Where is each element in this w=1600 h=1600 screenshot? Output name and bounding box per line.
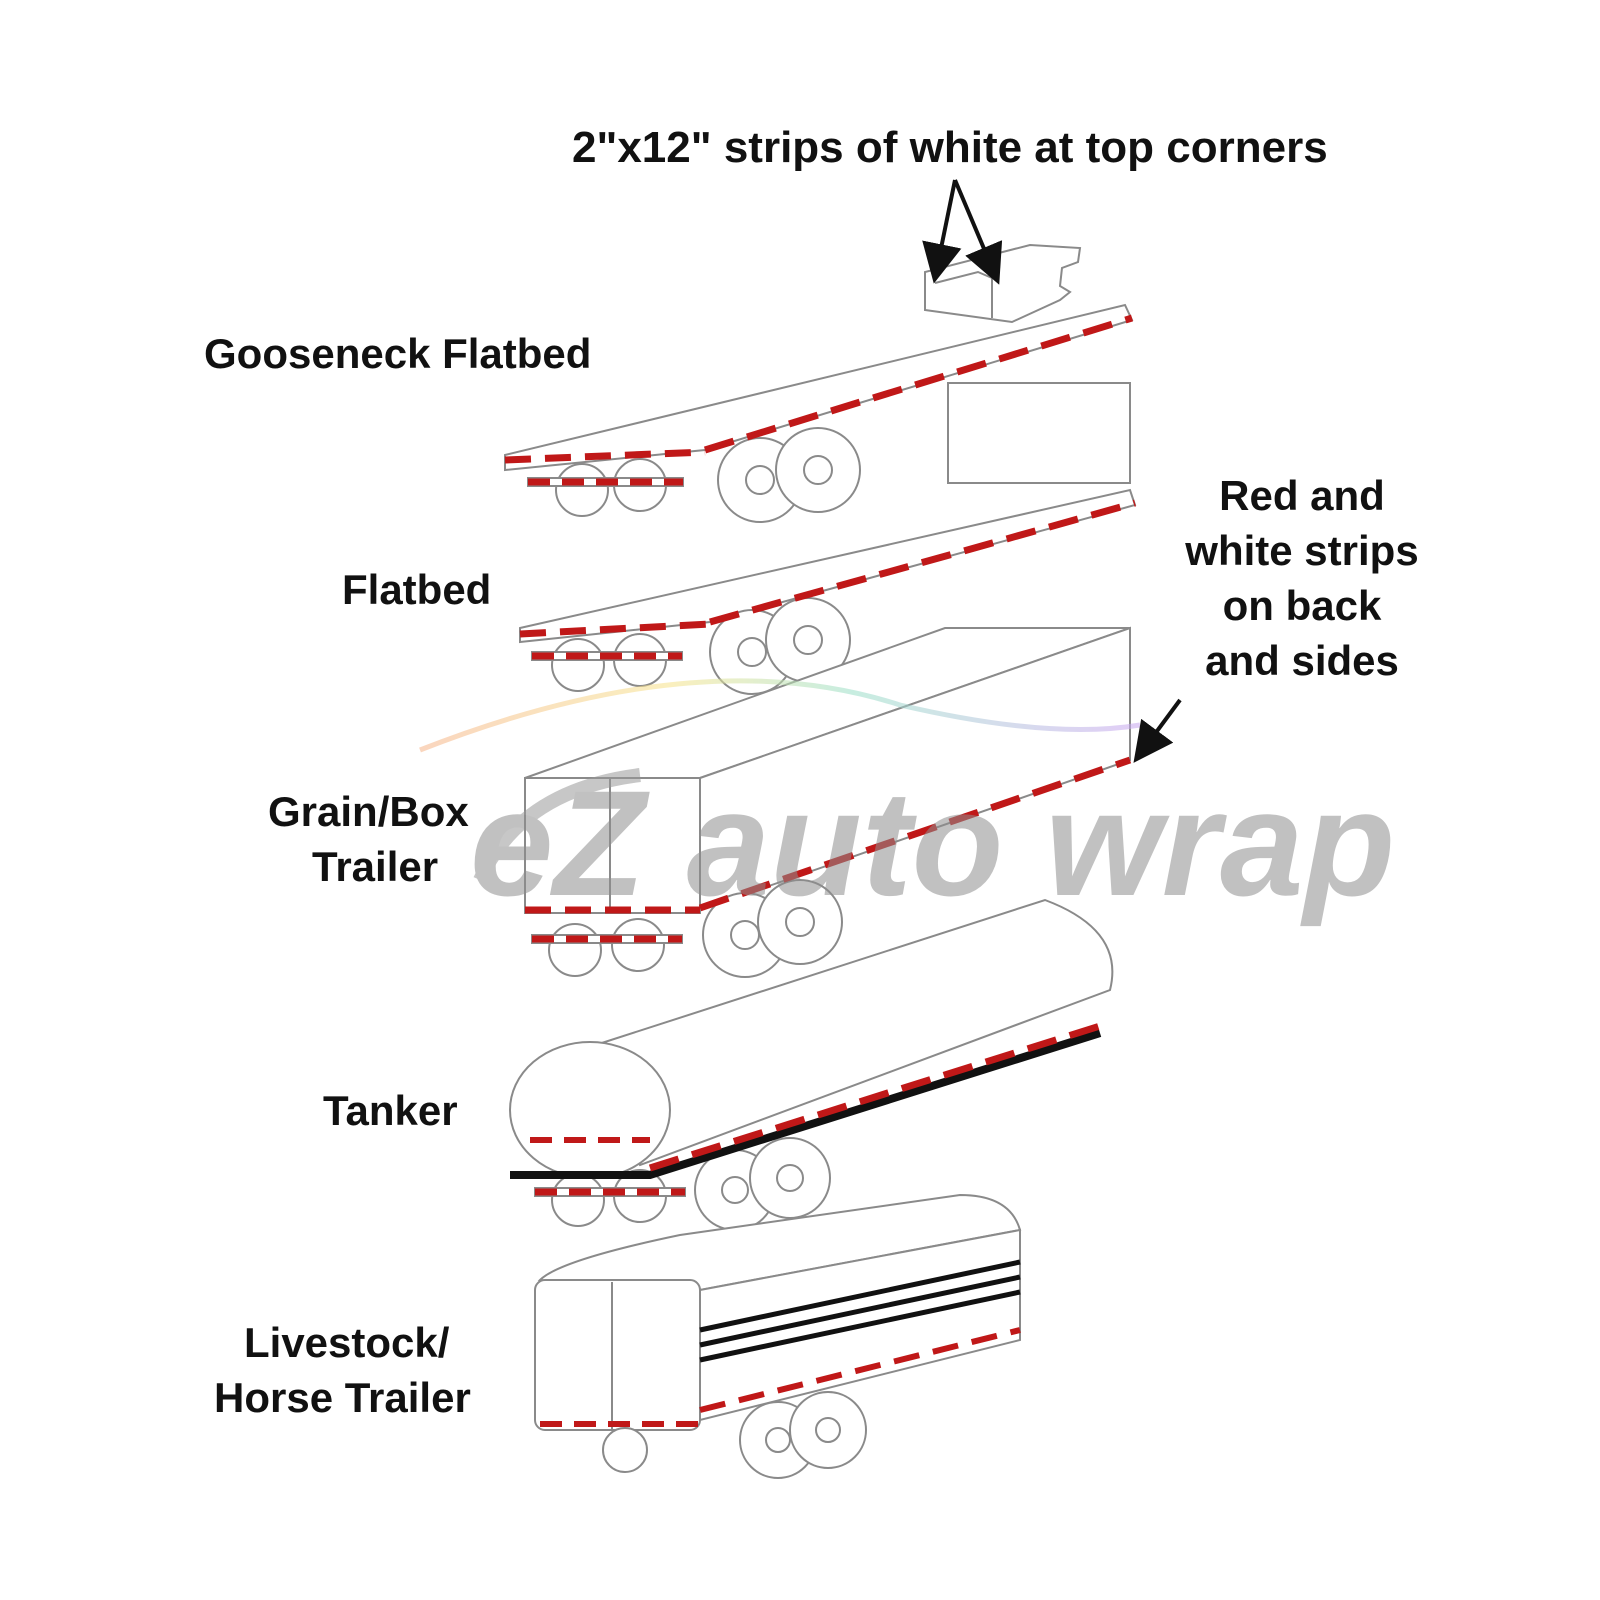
side-callout-line-2: white strips: [1184, 527, 1418, 574]
gooseneck-flatbed-label: Gooseneck Flatbed: [204, 330, 591, 377]
livestock-roof: [537, 1193, 1022, 1292]
grain-box-label-line-2: Trailer: [312, 843, 438, 890]
flatbed-headboard: [947, 382, 1131, 484]
flatbed-reflective-strips: [519, 499, 1136, 660]
livestock-label-line-2: Horse Trailer: [214, 1374, 471, 1421]
grain-box-reflective-strips: [525, 756, 1132, 943]
tanker-drawing: [509, 898, 1114, 1231]
arrow-top-right: [953, 179, 1003, 285]
livestock-label-line-1: Livestock/: [244, 1319, 450, 1366]
watermark-swoosh: [419, 678, 1141, 753]
callout-arrows: [922, 179, 1182, 763]
flatbed-label: Flatbed: [342, 566, 491, 613]
tanker-end-cap: [509, 1041, 671, 1179]
arrow-top-left: [922, 179, 962, 284]
side-callout-line-3: on back: [1223, 582, 1382, 629]
tanker-barrel: [578, 898, 1114, 1167]
watermark: eZ auto wrap: [419, 678, 1395, 927]
grain-box-label-line-1: Grain/Box: [268, 788, 469, 835]
livestock-trailer-drawing: [534, 1193, 1022, 1479]
watermark-text: eZ auto wrap: [470, 759, 1395, 927]
grain-box-trailer-drawing: [524, 626, 1131, 978]
tanker-label: Tanker: [323, 1087, 458, 1134]
livestock-slats: [699, 1259, 1021, 1363]
side-callout-line-1: Red and: [1219, 472, 1385, 519]
livestock-rear: [534, 1279, 701, 1431]
side-callout-line-4: and sides: [1205, 637, 1399, 684]
livestock-reflective-strips: [540, 1327, 1021, 1427]
arrow-side: [1133, 698, 1182, 763]
tanker-reflective-strips: [510, 1022, 1102, 1196]
gooseneck-reflective-strips: [504, 314, 1134, 486]
gooseneck-neck: [924, 243, 1082, 324]
top-corner-callout-label: 2"x12" strips of white at top corners: [572, 123, 1328, 172]
